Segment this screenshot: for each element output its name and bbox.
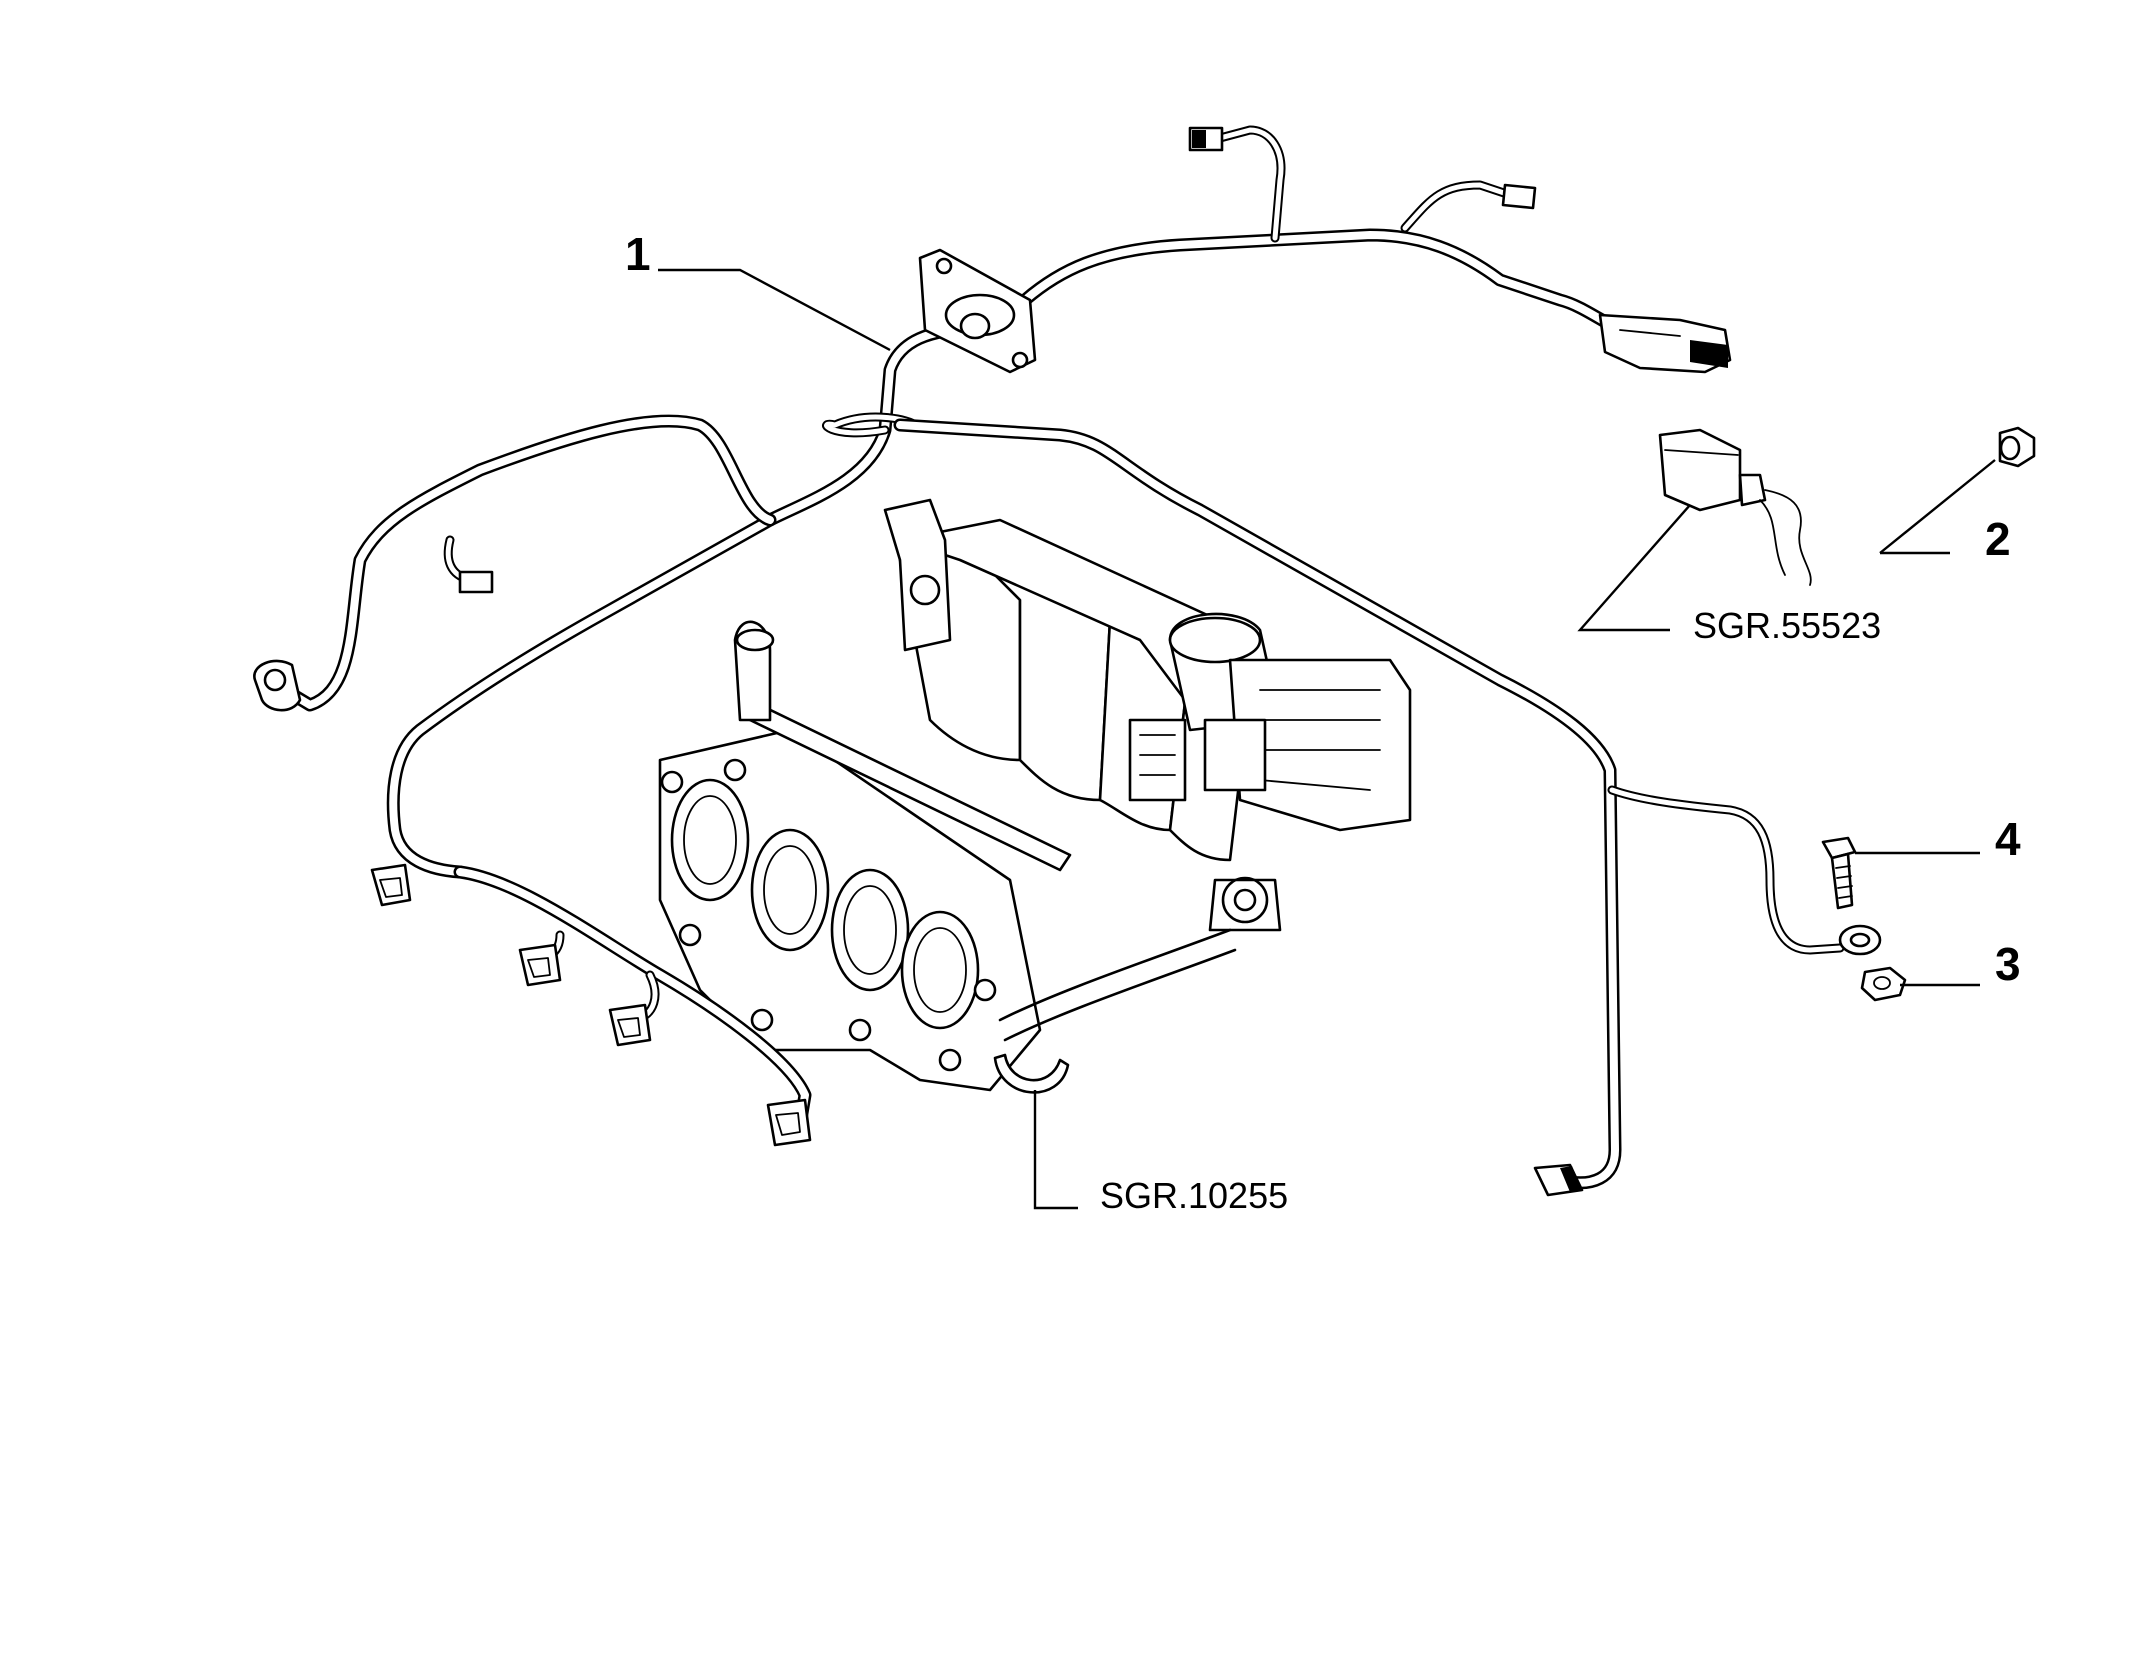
callout-3: 3 xyxy=(1995,938,2021,990)
reference-sgr-10255: SGR.10255 xyxy=(1100,1175,1288,1216)
part-nut-3 xyxy=(1860,966,1907,1002)
harness-connectors xyxy=(253,126,1732,1197)
harness-grommet xyxy=(918,248,1037,374)
intake-manifold xyxy=(658,498,1412,1094)
leader-lines xyxy=(658,268,1996,1210)
connector-detail xyxy=(1658,428,1812,586)
part-nut-2 xyxy=(1998,426,2036,468)
reference-sgr-55523: SGR.55523 xyxy=(1693,605,1881,646)
part-bolt-4 xyxy=(1821,836,1857,910)
wiring-harness xyxy=(278,125,1882,1190)
callout-4: 4 xyxy=(1995,813,2021,865)
callout-2: 2 xyxy=(1985,513,2011,565)
callout-1: 1 xyxy=(625,228,651,280)
